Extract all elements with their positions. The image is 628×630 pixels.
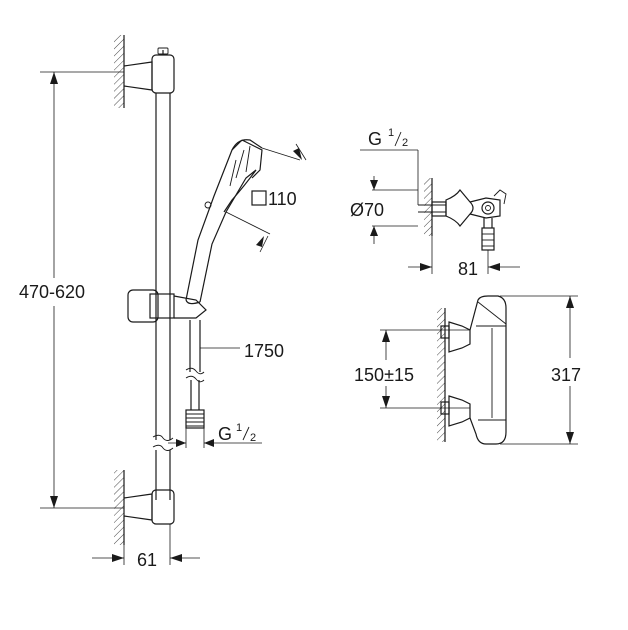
label-valve-thread-g: G	[368, 129, 382, 149]
dim-valve-thread	[360, 149, 446, 227]
lower-wall-section	[114, 470, 125, 545]
hand-shower	[185, 139, 263, 305]
shower-hose	[185, 320, 205, 429]
upper-wall-bracket	[123, 47, 175, 94]
slider-holder	[127, 289, 207, 323]
label-hose-thread-num: 1	[236, 422, 242, 434]
label-thermostat-centers: 150±15	[354, 365, 414, 385]
dim-valve-depth	[408, 236, 520, 274]
lower-wall-bracket	[123, 489, 175, 525]
dim-thermostat-centers	[380, 329, 470, 409]
label-valve-thread-den: 2	[402, 137, 408, 149]
label-head-size: 110	[268, 189, 297, 209]
dim-rail-height	[40, 71, 124, 509]
label-thermostat-height: 317	[551, 365, 581, 385]
label-hose-length: 1750	[244, 341, 284, 361]
label-valve-depth: 81	[458, 259, 478, 279]
label-valve-diameter: Ø70	[350, 200, 384, 220]
dim-wall-depth	[92, 524, 200, 565]
valve-wall-section	[424, 178, 433, 236]
rail-bar	[152, 93, 174, 500]
thermostat-front-view: 150±15 317	[354, 295, 581, 445]
dim-head-size	[225, 143, 307, 253]
label-rail-height: 470-620	[19, 282, 85, 302]
label-valve-thread-num: 1	[388, 127, 394, 139]
valve-side-view: G 1 2 Ø70 81	[350, 127, 520, 279]
shower-rail-set: 470-620 110 1750 G 1 2	[19, 35, 307, 570]
label-hose-thread-den: 2	[250, 432, 256, 444]
upper-wall-section	[114, 35, 125, 108]
dim-hose-thread	[168, 428, 262, 448]
dim-thermostat-height	[500, 295, 578, 445]
label-hose-thread-g: G	[218, 424, 232, 444]
square-profile-icon	[251, 190, 267, 206]
label-wall-depth: 61	[137, 550, 157, 570]
dim-valve-diameter	[370, 176, 378, 244]
